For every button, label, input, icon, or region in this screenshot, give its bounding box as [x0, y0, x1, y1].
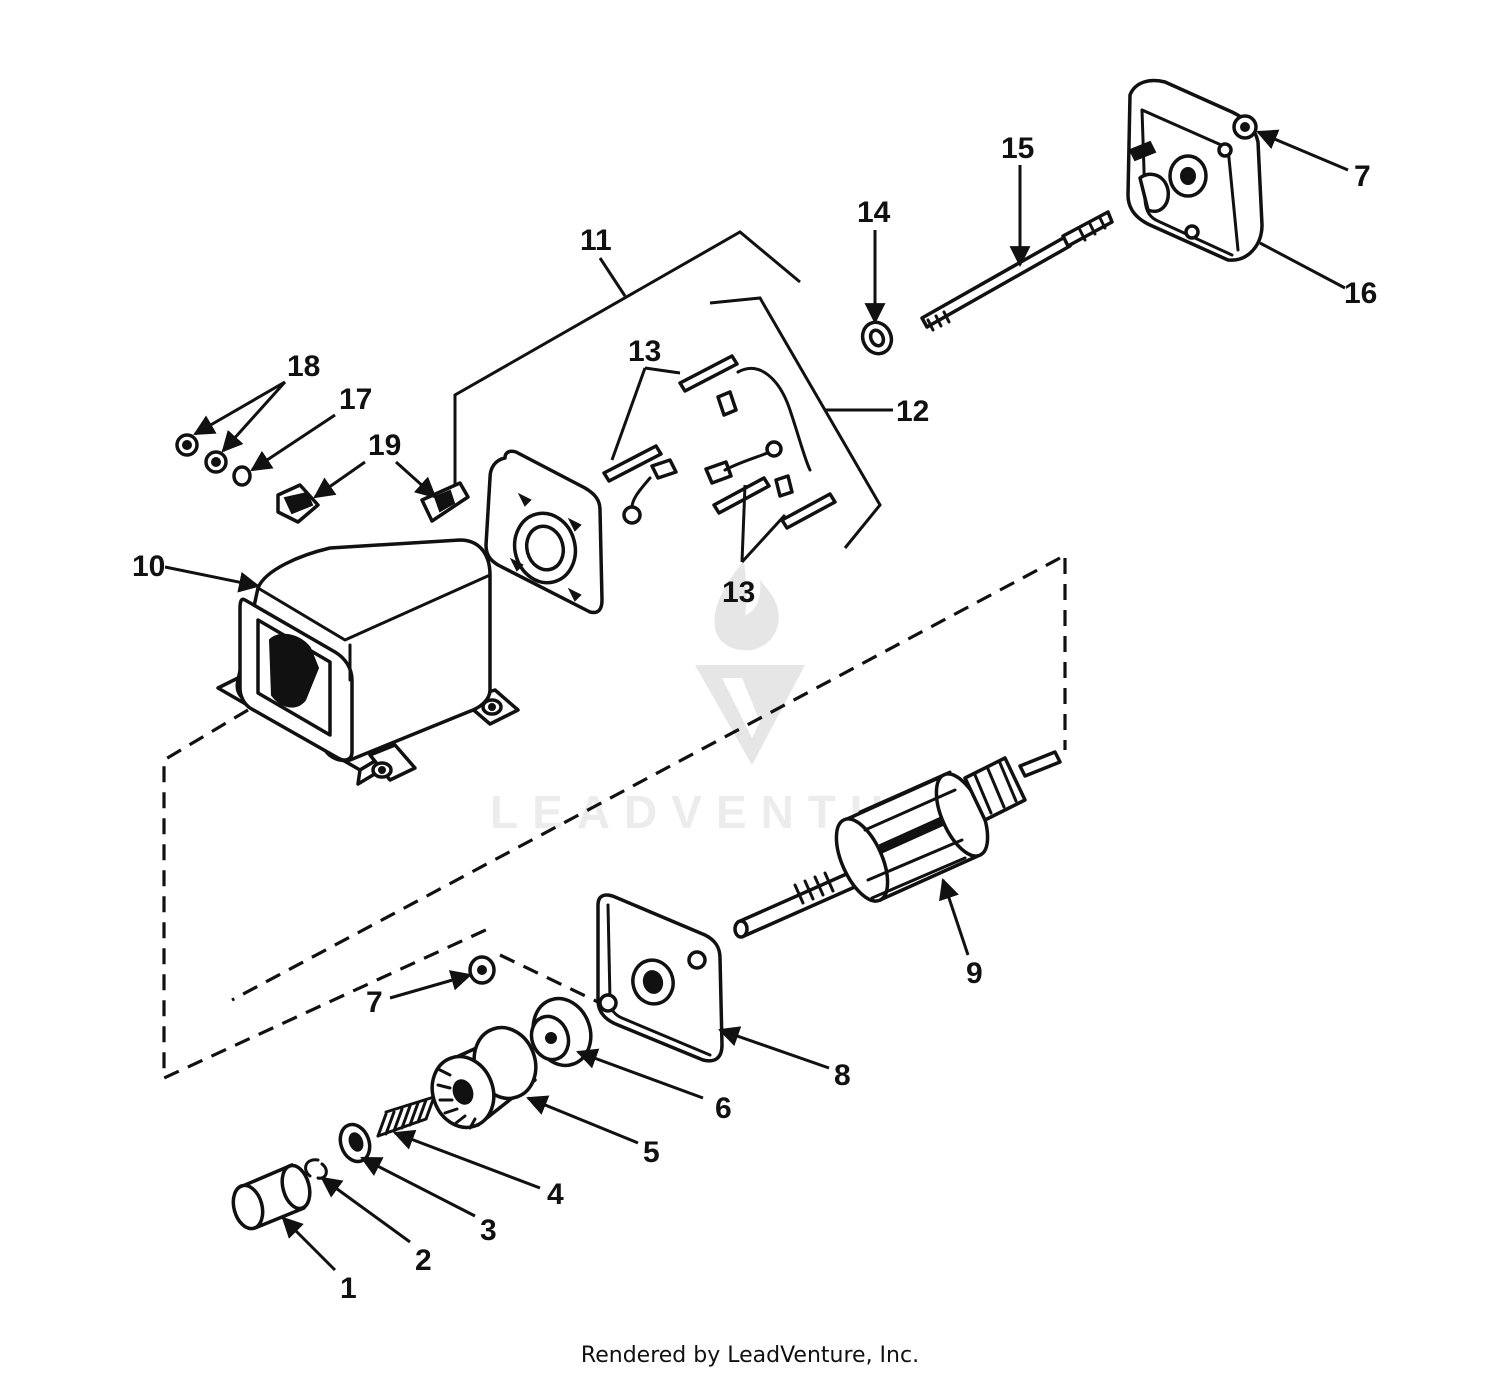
callout-5: 5 — [643, 1136, 660, 1169]
part-15-through-bolt — [920, 210, 1114, 332]
callout-10: 10 — [132, 550, 165, 583]
part-2-ring — [304, 1158, 328, 1180]
part-9-armature — [733, 750, 1062, 939]
callout-17: 17 — [339, 383, 372, 416]
callout-8: 8 — [834, 1059, 851, 1092]
footer-credit: Rendered by LeadVenture, Inc. — [580, 1343, 920, 1368]
callout-19: 19 — [368, 429, 401, 462]
callout-11: 11 — [580, 224, 612, 257]
callout-13-upper: 13 — [628, 335, 661, 368]
brush-plate — [484, 449, 604, 615]
part-13-springs-brushes — [602, 354, 837, 530]
callout-12: 12 — [896, 395, 929, 428]
part-3-washer — [338, 1122, 372, 1164]
callout-1: 1 — [340, 1272, 357, 1305]
part-16-end-cap — [1126, 78, 1264, 262]
callout-3: 3 — [480, 1214, 497, 1247]
callout-9: 9 — [966, 957, 983, 990]
callout-2: 2 — [415, 1244, 432, 1277]
part-7-nut-upper — [1232, 114, 1258, 140]
callout-6: 6 — [715, 1092, 732, 1125]
part-10-motor-housing — [216, 538, 520, 786]
callout-7-lower: 7 — [366, 986, 383, 1019]
part-4-spring — [376, 1095, 436, 1138]
callout-13-lower: 13 — [722, 576, 755, 609]
part-8-end-cap — [596, 893, 724, 1063]
callout-4: 4 — [547, 1178, 564, 1211]
callout-7-upper: 7 — [1354, 160, 1371, 193]
leader-lines — [164, 129, 1349, 1272]
callout-labels: 1 2 3 4 5 6 7 8 9 10 11 12 13 13 14 15 1… — [132, 132, 1377, 1305]
callout-18: 18 — [287, 350, 320, 383]
callout-15: 15 — [1001, 132, 1034, 165]
part-7-nut-lower — [468, 955, 496, 985]
part-14-washer — [860, 320, 894, 356]
part-5-pinion-gear — [430, 1025, 538, 1130]
callout-16: 16 — [1344, 277, 1377, 310]
part-1-cap — [231, 1163, 312, 1231]
part-11-bracket — [453, 230, 801, 495]
part-12-bracket — [709, 296, 882, 549]
terminal-hardware — [175, 433, 470, 524]
callout-14: 14 — [857, 196, 891, 229]
